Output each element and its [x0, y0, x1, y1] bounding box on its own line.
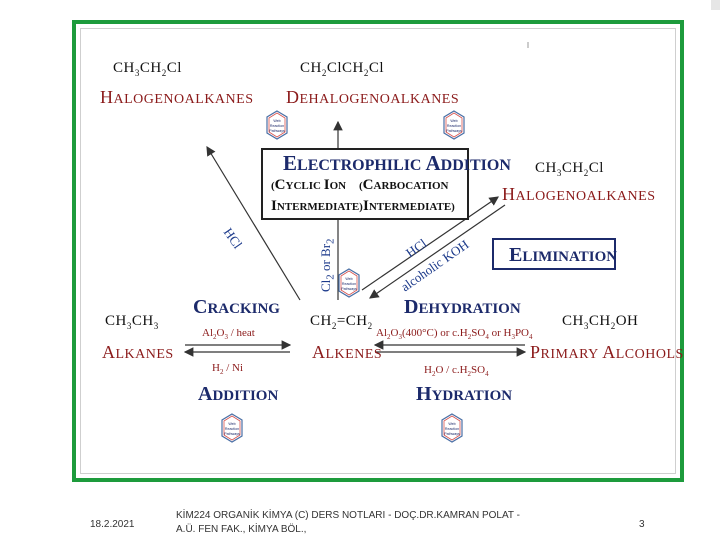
formula-ethane: CH3CH3 [105, 313, 159, 331]
label-halogenoalkanes-right: HALOGENOALKANES [502, 184, 656, 204]
condition-hydration: H2O / c.H2SO4 [424, 364, 489, 379]
arrow-halogenoalkanes-right-to-alkenes [369, 204, 506, 299]
svg-text:Reaction: Reaction [270, 124, 284, 128]
svg-text:Reaction: Reaction [225, 427, 239, 431]
label-alkanes: ALKANES [102, 342, 174, 362]
side-accent-bar [711, 0, 720, 10]
svg-text:Pathways: Pathways [269, 129, 285, 133]
label-primary-alcohols: PRIMARY ALCOHOLS [530, 342, 684, 362]
condition-cl2-br2: Cl2 or Br2 [318, 238, 337, 292]
carbocation-label-2: INTERMEDIATE) [363, 198, 455, 214]
electrophilic-addition-box: ELECTROPHILIC ADDITION (CYCLIC ION INTER… [261, 148, 511, 220]
elimination-label: ELIMINATION [509, 244, 618, 266]
label-alkenes: ALKENES [312, 342, 383, 362]
condition-dehydration: Al2O3(400°C) or c.H2SO4 or H3PO4 [376, 327, 533, 342]
footer-course-line2: A.Ü. FEN FAK., KİMYA BÖL., [176, 524, 307, 535]
elimination-box: ELIMINATION [492, 238, 618, 270]
cyclic-ion-label: (CYCLIC ION [271, 177, 347, 193]
formula-ethene: CH2=CH2 [310, 313, 373, 331]
electrophilic-addition-title: ELECTROPHILIC ADDITION [283, 151, 511, 175]
label-halogenoalkanes-left: HALOGENOALKANES [100, 87, 254, 107]
svg-text:Pathways: Pathways [446, 129, 462, 133]
svg-text:Pathways: Pathways [224, 432, 240, 436]
svg-text:Reaction: Reaction [447, 124, 461, 128]
svg-text:Reaction: Reaction [445, 427, 459, 431]
footer-course-line1: KİM224 ORGANİK KİMYA (C) DERS NOTLARI - … [176, 510, 520, 521]
formula-chloroethane-right: CH3CH2Cl [535, 160, 604, 178]
reaction-cracking: CRACKING [193, 296, 280, 318]
reaction-hydration: HYDRATION [416, 383, 513, 405]
reaction-addition: ADDITION [198, 383, 279, 405]
condition-addition: H2 / Ni [212, 362, 244, 377]
cyclic-ion-label-2: INTERMEDIATE) [271, 198, 363, 214]
arrow-alkenes-to-halogenoalkanes-right [361, 196, 499, 291]
svg-text:Web: Web [345, 277, 352, 281]
carbocation-label: (CARBOCATION [359, 177, 449, 193]
formula-ethanol: CH3CH2OH [562, 313, 639, 331]
diagram-frame [72, 20, 684, 482]
label-dehalogenoalkanes: DEHALOGENOALKANES [286, 87, 460, 107]
svg-text:Reaction: Reaction [342, 282, 356, 286]
condition-cracking: Al2O3 / heat [202, 327, 255, 342]
formula-dichloroethane: CH2ClCH2Cl [300, 60, 385, 78]
svg-text:Web: Web [450, 119, 457, 123]
svg-text:Pathways: Pathways [444, 432, 460, 436]
footer-page-number: 3 [639, 519, 645, 530]
svg-text:Pathways: Pathways [341, 287, 357, 291]
reaction-dehydration: DEHYDRATION [404, 296, 521, 318]
svg-text:Web: Web [273, 119, 280, 123]
formula-chloroethane-left: CH3CH2Cl [113, 60, 182, 78]
svg-text:Web: Web [448, 422, 455, 426]
footer-date: 18.2.2021 [90, 519, 135, 530]
svg-text:Web: Web [228, 422, 235, 426]
arrow-alkenes-to-halogenoalkanes [206, 145, 301, 301]
